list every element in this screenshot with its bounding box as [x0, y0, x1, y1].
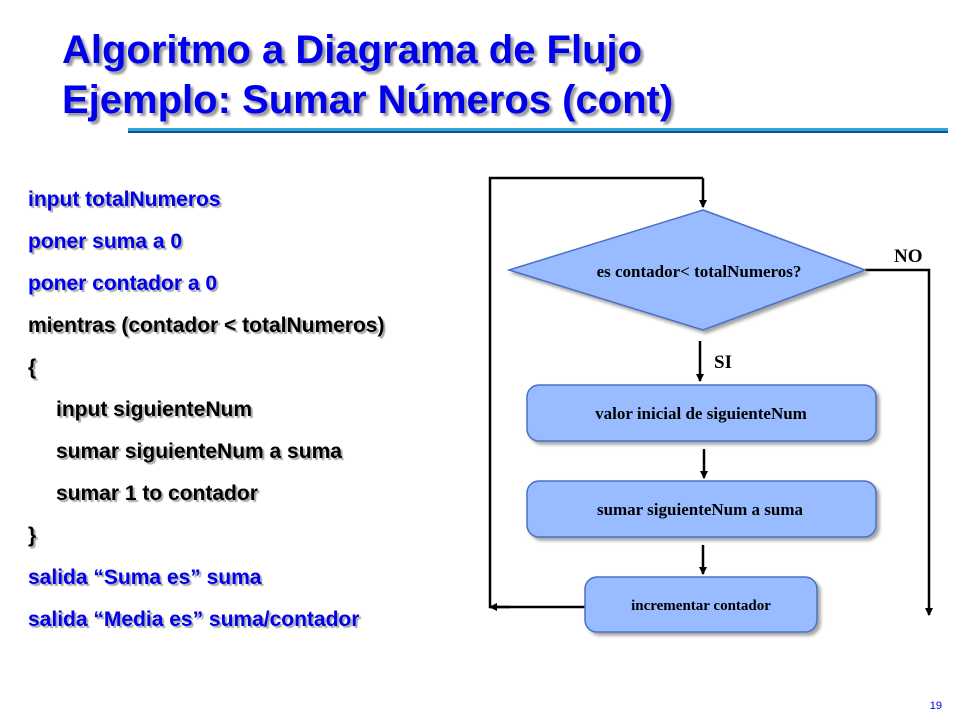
code-line: input siguienteNum — [56, 398, 252, 421]
no-label: NO — [894, 246, 923, 267]
process-box-3 — [584, 576, 818, 633]
arrow-no-branch — [865, 268, 933, 616]
title-line-1: Algoritmo a Diagrama de Flujo — [62, 28, 643, 72]
title-line-2: Ejemplo: Sumar Números (cont) — [62, 78, 674, 122]
code-line: } — [28, 524, 37, 547]
process-label-3: incrementar contador — [631, 598, 771, 614]
code-line: sumar siguienteNum a suma — [56, 440, 342, 463]
code-line: sumar 1 to contador — [56, 482, 258, 505]
decision-node: es contador< totalNumeros? — [506, 209, 868, 331]
code-line: mientras (contador < totalNumeros) — [28, 314, 385, 337]
page-number: 19 — [929, 700, 942, 712]
code-line: salida “Suma es” suma — [28, 566, 262, 589]
code-line: poner suma a 0 — [28, 230, 183, 253]
decision-diamond — [506, 209, 868, 331]
process-label-1: valor inicial de siguienteNum — [595, 404, 807, 423]
yes-label: SI — [714, 352, 732, 373]
code-line: salida “Media es” suma/contador — [28, 608, 360, 631]
pseudocode-block: input totalNumeros poner suma a 0 poner co… — [28, 186, 384, 648]
process-box-1 — [526, 384, 877, 442]
flow-connectors — [488, 176, 933, 616]
title-underline — [128, 128, 948, 131]
decision-label: es contador< totalNumeros? — [597, 262, 802, 281]
loop-back-connector — [488, 176, 703, 609]
process-box-2 — [526, 480, 877, 538]
code-line: poner contador a 0 — [28, 272, 218, 295]
process-step-2: sumar siguienteNum a suma — [526, 480, 877, 538]
process-step-1: valor inicial de siguienteNum — [526, 384, 877, 442]
code-line: { — [28, 356, 37, 379]
code-line: input totalNumeros — [28, 188, 221, 211]
process-step-3: incrementar contador — [584, 576, 818, 633]
process-label-2: sumar siguienteNum a suma — [597, 500, 804, 519]
